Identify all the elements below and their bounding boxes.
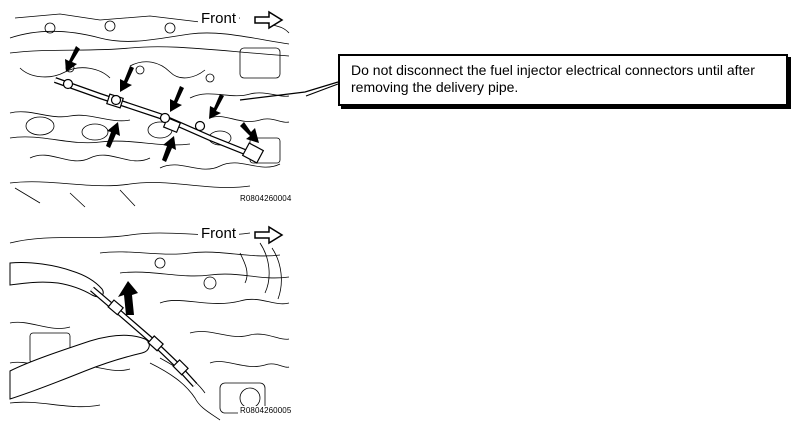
engine-line-art-top: [9, 13, 290, 208]
engine-illustration-bottom: Front R0804260005: [9, 223, 294, 421]
front-direction-label: Front: [198, 10, 240, 28]
front-direction-arrow-icon: [254, 10, 284, 30]
front-direction-arrow-icon: [254, 225, 284, 245]
lift-direction-arrow-icon: [118, 281, 138, 315]
engine-illustration-top: Front R0804260004: [9, 8, 294, 208]
figure-code: R0804260005: [238, 406, 294, 415]
front-direction-label: Front: [198, 225, 240, 243]
caution-callout-box: Do not disconnect the fuel injector elec…: [338, 54, 788, 106]
figure-code: R0804260004: [238, 194, 294, 203]
engine-line-art-bottom: [9, 232, 290, 421]
caution-callout-text: Do not disconnect the fuel injector elec…: [351, 62, 755, 95]
callout-arrow-icon: [65, 46, 259, 162]
